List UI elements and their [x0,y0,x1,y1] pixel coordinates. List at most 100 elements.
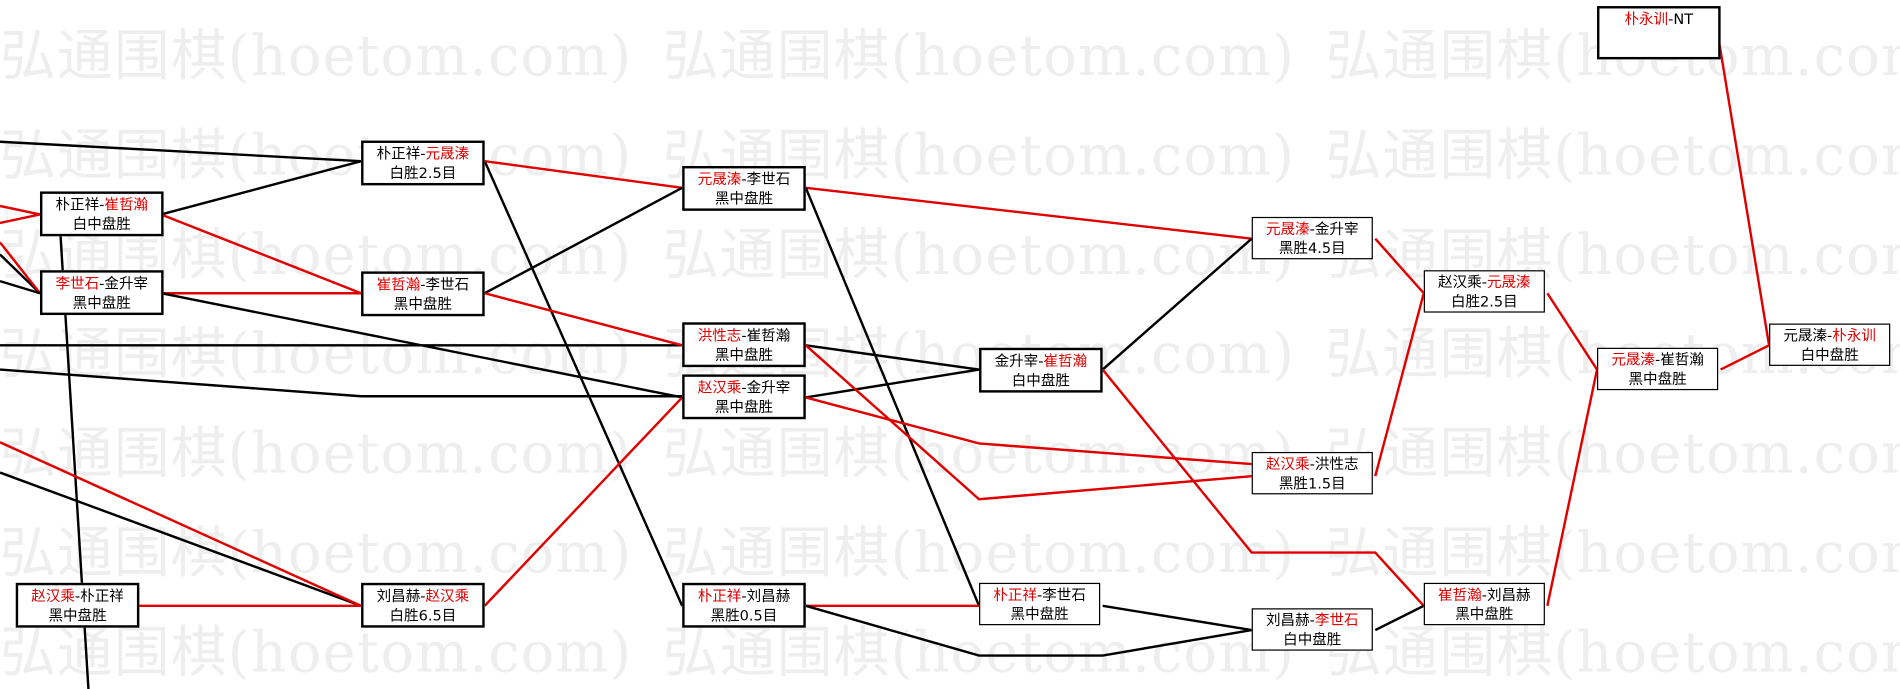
bracket-line [1374,237,1425,295]
separator: - [1668,10,1674,28]
separator: - [1037,586,1043,604]
separator: - [99,275,105,293]
bracket-line [0,204,41,216]
bracket-line [0,213,41,225]
match-players: 金升宰-崔哲瀚 [981,350,1100,371]
match-players: 元晟溱-崔哲瀚 [1598,349,1717,370]
bracket-line [0,279,41,295]
match-box: 刘昌赫-李世石白中盘胜 [1251,608,1373,651]
player-right: 金升宰 [746,379,791,397]
player-left: 崔哲瀚 [376,276,421,294]
match-result: 白胜2.5目 [389,164,457,182]
watermark-text: 弘通围棋(hoetom.com) [0,420,633,486]
match-box: 朴正祥-刘昌赫黑胜0.5目 [682,582,806,628]
match-box: 朴正祥-崔哲瀚白中盘胜 [39,191,164,237]
player-right: 崔哲瀚 [1043,352,1088,370]
bracket-line [1374,604,1425,632]
bracket-line [1101,368,1425,607]
match-players: 刘昌赫-赵汉乘 [364,585,483,606]
player-right: 元晟溱 [1486,273,1531,291]
separator: - [420,276,426,294]
player-left: 金升宰 [994,352,1039,370]
bracket-line [805,396,1252,466]
player-left: 元晟溱 [697,170,742,188]
match-result: 黑胜4.5目 [1278,239,1346,257]
match-box: 赵汉乘-朴正祥黑中盘胜 [15,582,140,628]
bracket-line [0,441,362,607]
bracket-line [805,604,1252,657]
player-right: 金升宰 [1314,220,1359,238]
separator: - [741,170,747,188]
match-box: 元晟溱-李世石黑中盘胜 [682,166,806,211]
match-box: 朴永训-NT [1597,6,1721,60]
bracket-line [484,186,683,295]
match-box: 洪性志-崔哲瀚黑中盘胜 [682,322,806,368]
match-result: 黑中盘胜 [48,607,107,625]
watermark-text: 弘通围棋(hoetom.com) [662,23,1296,89]
match-box: 刘昌赫-赵汉乘白胜6.5目 [361,582,485,628]
player-left: 刘昌赫 [1265,611,1310,629]
player-right: 李世石 [1042,586,1086,604]
bracket-line [1720,344,1770,371]
match-result: 黑胜1.5目 [1278,474,1346,492]
watermark-text: 弘通围棋(hoetom.com) [1325,221,1900,288]
match-result: 黑中盘胜 [714,398,774,416]
player-right: 崔哲瀚 [746,327,791,345]
watermark-text: 弘通围棋(hoetom.com) [1325,619,1900,685]
match-result: 黑中盘胜 [1455,605,1514,623]
match-players: 朴正祥-刘昌赫 [685,585,804,606]
bracket-line [160,213,362,295]
match-players: 元晟溱-李世石 [685,168,804,189]
player-left: 刘昌赫 [376,587,421,605]
bracket-line [1101,237,1253,371]
match-players: 崔哲瀚-李世石 [364,274,483,295]
bracket-line [0,471,362,607]
watermark-text: 弘通围棋(hoetom.com) [0,619,633,685]
player-left: 赵汉乘 [1438,273,1482,291]
match-box: 赵汉乘-元晟溱白胜2.5目 [1423,270,1545,313]
match-result: 黑中盘胜 [714,190,774,208]
player-right: 崔哲瀚 [1660,351,1704,369]
player-left: 元晟溱 [1783,327,1828,345]
watermark-text: 弘通围棋(hoetom.com) [0,122,633,188]
watermark-text: 弘通围棋(hoetom.com) [1325,122,1900,188]
match-box: 崔哲瀚-刘昌赫黑中盘胜 [1423,582,1545,626]
match-players: 元晟溱-朴永训 [1770,325,1889,346]
watermark-text: 弘通围棋(hoetom.com) [662,619,1296,685]
match-players: 朴永训-NT [1599,8,1718,29]
match-players: 赵汉乘-朴正祥 [18,585,137,606]
separator: - [1309,611,1315,629]
player-left: 朴永训 [1624,10,1669,28]
player-right: 元晟溱 [425,145,470,163]
bracket-line [484,159,683,190]
player-right: 洪性志 [1314,455,1359,473]
match-result: 白中盘胜 [1283,631,1342,649]
separator: - [741,587,747,605]
bracket-line [1546,369,1599,607]
watermark-text: 弘通围棋(hoetom.com) [0,519,633,586]
match-box: 元晟溱-金升宰黑胜4.5目 [1251,216,1373,260]
separator: - [420,145,426,163]
player-right: 刘昌赫 [1486,586,1531,604]
bracket-line [1102,604,1252,632]
match-box: 朴正祥-元晟溱白胜2.5目 [361,140,485,186]
separator: - [741,327,747,345]
separator: - [741,379,747,397]
player-left: 李世石 [55,275,100,293]
match-players: 赵汉乘-洪性志 [1253,453,1372,474]
player-left: 朴正祥 [993,586,1038,604]
player-left: 元晟溱 [1265,220,1310,238]
match-players: 崔哲瀚-刘昌赫 [1425,584,1544,605]
bracket-line [1716,36,1771,346]
player-right: 李世石 [425,276,470,294]
separator: - [420,587,426,605]
bracket-line [804,344,1252,501]
bracket-line [483,160,684,607]
player-right: 崔哲瀚 [104,196,149,214]
separator: - [1827,327,1833,345]
bracket-line [1374,292,1425,477]
match-players: 朴正祥-崔哲瀚 [42,194,161,215]
match-result: 黑胜0.5目 [710,607,778,625]
player-left: 朴正祥 [376,145,421,163]
separator: - [1481,586,1487,604]
